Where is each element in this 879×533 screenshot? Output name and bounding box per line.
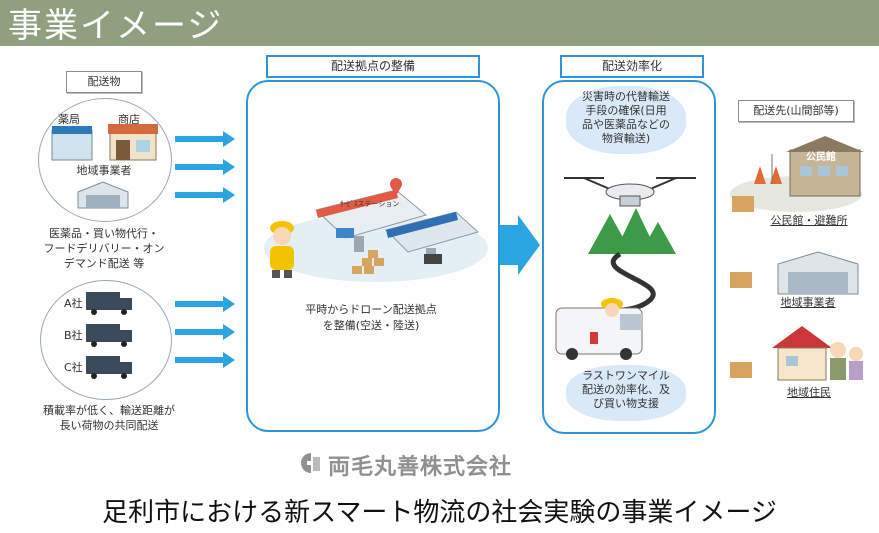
drone-icon: [564, 177, 696, 207]
source-desc-2: 積載率が低く、輸送距離が 長い荷物の共同配送: [14, 403, 204, 433]
community-hall-icon: [730, 136, 864, 212]
destination-business-label: 地域事業者: [780, 296, 836, 309]
arrow-icon: [175, 187, 235, 203]
shop-icon: [51, 124, 158, 161]
source-title: 配送物: [66, 71, 142, 93]
cloud-last-mile: ラストワンマイル 配送の効率化、及 び買い物支援: [566, 365, 686, 421]
arrow-icon: [175, 159, 235, 175]
mountain-icon: [588, 208, 676, 254]
truck-label-a: A社: [64, 297, 83, 310]
header-bar: [0, 0, 879, 46]
truck-label-c: C社: [64, 361, 83, 374]
arrow-icon: [175, 296, 235, 312]
cloud-disaster-line: 手段の確保(日用: [585, 104, 667, 117]
truck-label-b: B社: [64, 329, 83, 342]
page-title: 事業イメージ: [8, 6, 224, 46]
hub-desc-line: を整備(空送・陸送): [322, 319, 420, 332]
destination-hall-label: 公民館・避難所: [770, 214, 848, 227]
flow-arrows-left: [175, 131, 235, 368]
company-name: 両毛丸善株式会社: [328, 455, 513, 480]
road-and-van-illustration: [555, 252, 656, 360]
hub-desc: 平時からドローン配送拠点 を整備(空送・陸送): [258, 302, 484, 334]
truck-icon: [86, 356, 132, 379]
source-desc-2-line: 積載率が低く、輸送距離が: [43, 404, 175, 417]
destination-resident-label: 地域住民: [787, 386, 831, 399]
pharmacy-label: 薬局: [58, 113, 80, 126]
source-desc-1: 医薬品・買い物代行・ フードデリバリー・オン デマンド配送 等: [14, 226, 194, 271]
hub-title: 配送拠点の整備: [266, 55, 480, 78]
cloud-disaster-line: 品や医薬品などの: [582, 118, 670, 131]
company-logo-icon: [301, 453, 320, 473]
efficiency-title: 配送効率化: [560, 55, 704, 78]
cloud-last-mile-line: ラストワンマイル: [582, 369, 670, 382]
truck-icons: [86, 292, 132, 379]
cloud-last-mile-line: び買い物支援: [593, 397, 659, 410]
local-business-label: 地域事業者: [76, 164, 132, 177]
big-arrow-icon: [500, 215, 540, 275]
source-desc-2-line: 長い荷物の共同配送: [59, 419, 159, 432]
truck-icon: [86, 292, 132, 315]
station-sign: ｻｰﾋﾞｽステーション: [340, 200, 400, 208]
hall-sign: 公民館: [806, 152, 836, 163]
warehouse-icon: [77, 181, 129, 209]
source-desc-1-line: デマンド配送 等: [63, 257, 145, 270]
cloud-disaster: 災害時の代替輸送 手段の確保(日用 品や医薬品などの 物資輸送): [566, 86, 686, 154]
figure-caption: 足利市における新スマート物流の社会実験の事業イメージ: [102, 498, 777, 528]
arrow-icon: [175, 352, 235, 368]
cloud-disaster-line: 物資輸送): [601, 132, 651, 145]
source-desc-1-line: フードデリバリー・オン: [43, 242, 165, 255]
cloud-last-mile-line: 配送の効率化、及: [582, 383, 670, 396]
arrow-icon: [175, 131, 235, 147]
destination-title: 配送先(山間部等): [738, 100, 854, 122]
store-label: 商店: [118, 113, 140, 126]
worker-icon: [270, 221, 294, 278]
source-desc-1-line: 医薬品・買い物代行・: [49, 227, 159, 240]
cloud-disaster-line: 災害時の代替輸送: [582, 90, 670, 103]
hub-desc-line: 平時からドローン配送拠点: [305, 303, 437, 316]
distribution-hub-illustration: [264, 178, 488, 282]
resident-house-icon: [730, 326, 863, 381]
local-business-warehouse-icon: [730, 251, 859, 295]
truck-icon: [86, 324, 132, 347]
arrow-icon: [175, 324, 235, 340]
